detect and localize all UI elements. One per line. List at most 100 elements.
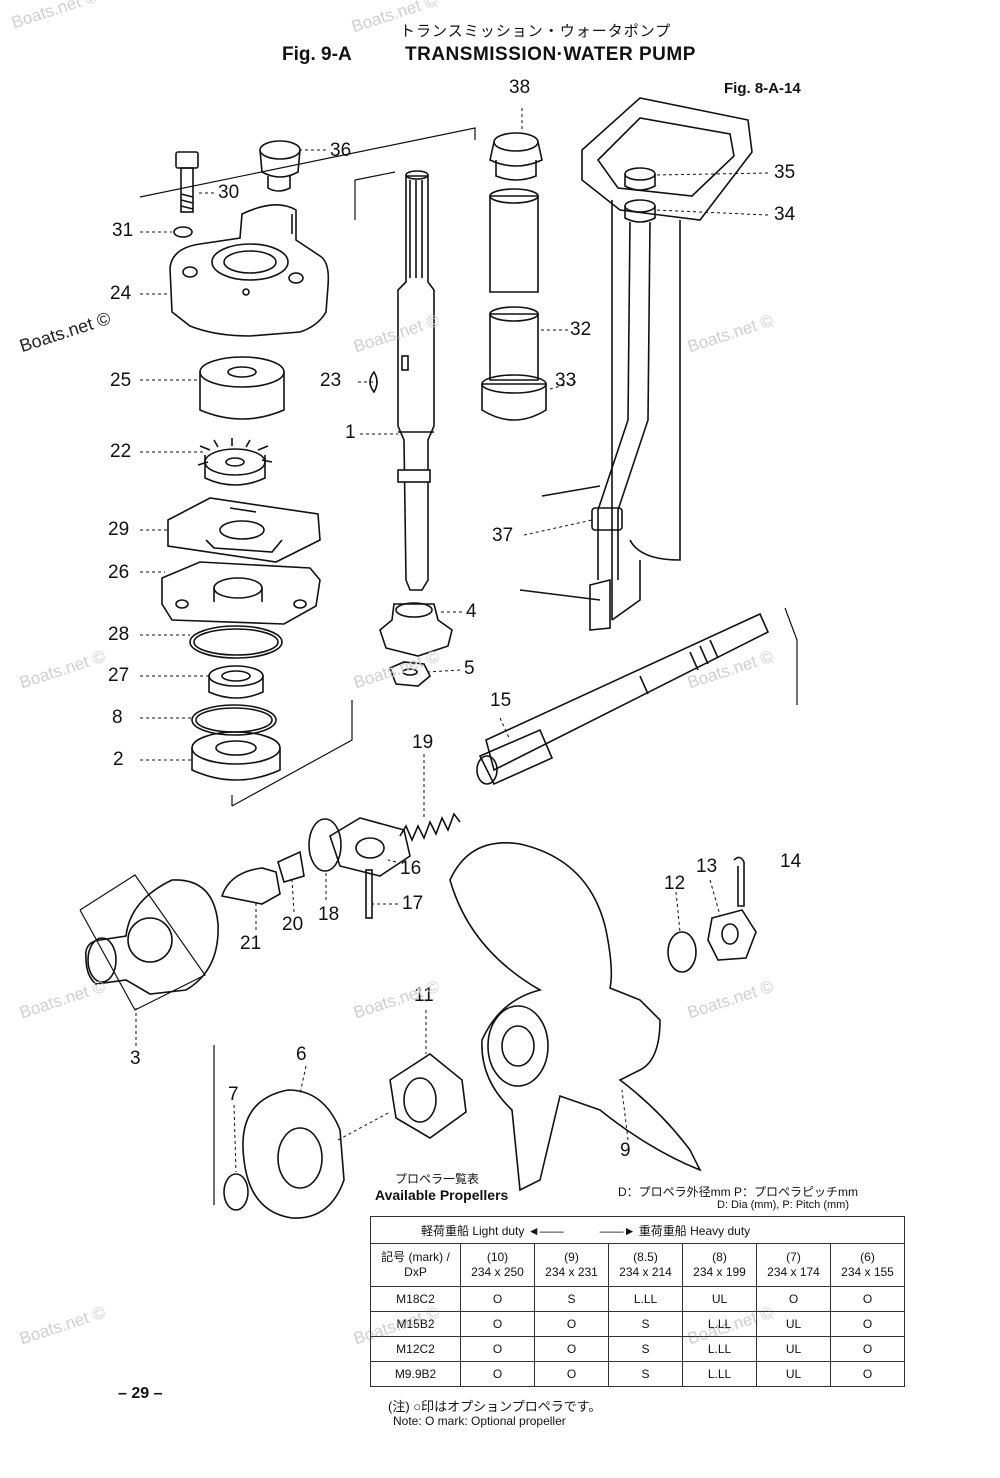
callout-4: 4 [466,601,477,622]
table-cell: UL [682,1286,757,1312]
pump-housing-24 [169,204,330,337]
propeller-table-jp-title: プロペラ一覧表 [395,1172,480,1186]
callout-16: 16 [400,858,422,879]
spring-ring-18 [308,818,342,872]
table-cell: UL [756,1311,831,1337]
insert-cartridge-25 [199,356,285,420]
table-cell: O [460,1311,535,1337]
callout-1: 1 [345,422,356,443]
callout-20: 20 [282,914,304,935]
table-header-row: 記号 (mark) / DxP (10)234 x 250 (9)234 x 2… [370,1243,905,1287]
table-cell: S [534,1286,609,1312]
callout-11: 11 [414,985,434,1006]
callout-2: 2 [113,749,124,770]
table-cell: S [608,1311,683,1337]
callout-3: 3 [130,1048,141,1069]
callout-38: 38 [509,77,531,98]
pinion-gear-4 [379,602,453,657]
callout-36: 36 [330,140,352,161]
callout-33: 33 [555,370,577,391]
o-ring-8 [191,704,277,736]
column-header: (9)234 x 231 [534,1243,609,1287]
row-mark: M15B2 [370,1311,461,1337]
row-mark: M12C2 [370,1336,461,1362]
table-cell: O [830,1311,905,1337]
row-mark: M18C2 [370,1286,461,1312]
callout-9: 9 [620,1140,631,1161]
castle-nut-13 [707,909,757,961]
callout-5: 5 [464,658,475,679]
plunger-20 [277,850,305,883]
thrust-washer-7 [223,1173,249,1211]
table-cell: L.LL [682,1336,757,1362]
table-cell: O [830,1336,905,1362]
callout-31: 31 [112,220,134,241]
row-mark: M9.9B2 [370,1361,461,1387]
table-cell: L.LL [608,1286,683,1312]
corner-label: 記号 (mark) / DxP [370,1243,461,1287]
pin-17 [365,869,373,919]
impeller-22 [197,438,273,486]
figure-title: TRANSMISSION·WATER PUMP [405,44,696,65]
key-23 [369,370,378,394]
table-cell: UL [756,1336,831,1362]
grommet-33 [481,374,547,421]
table-cell: S [608,1336,683,1362]
propeller-table: 軽荷重船 Light duty ◄—— ——► 重荷重船 Heavy duty … [370,1216,905,1387]
bushing-38 [489,132,543,181]
duty-label: 軽荷重船 Light duty ◄—— ——► 重荷重船 Heavy duty [370,1216,905,1244]
table-cell: O [460,1361,535,1387]
propeller-legend-en: D: Dia (mm), P: Pitch (mm) [717,1199,849,1211]
water-tube-32 [489,188,539,381]
callout-37: 37 [492,525,514,546]
callout-13: 13 [696,856,718,877]
nut-5 [388,661,431,687]
table-cell: S [608,1361,683,1387]
leader-lines [135,108,769,1173]
water-tube-housing [581,97,753,621]
column-header: (10)234 x 250 [460,1243,535,1287]
callout-23: 23 [320,370,342,391]
pump-case-26 [161,561,321,625]
callout-32: 32 [570,319,592,340]
callout-8: 8 [112,707,123,728]
callout-24: 24 [110,283,132,304]
water-pipe-37 [519,221,651,631]
propeller-legend-jp: D：プロペラ外径mm P：プロペラピッチmm [618,1185,858,1199]
callout-35: 35 [774,162,796,183]
callout-34: 34 [774,204,796,225]
callout-17: 17 [402,893,424,914]
table-row: M12C2 O O S L.LL UL O [370,1336,905,1362]
spring-19 [399,812,461,843]
callout-26: 26 [108,562,130,583]
page-number: – 29 – [118,1385,163,1402]
callout-6: 6 [296,1044,307,1065]
note-jp: (注) ○印はオプションプロペラです。 [388,1399,602,1414]
reverse-gear-6 [242,1089,345,1219]
note-en: Note: O mark: Optional propeller [393,1414,566,1428]
oil-seal-27 [208,665,264,699]
shift-cam-21 [220,867,281,905]
callout-22: 22 [110,441,132,462]
fig-number: Fig. 9-A [282,44,352,65]
table-cell: O [460,1286,535,1312]
column-header: (8.5)234 x 214 [608,1243,683,1287]
bolt-30 [175,151,199,213]
table-row: M15B2 O O S L.LL UL O [370,1311,905,1337]
table-row: M9.9B2 O O S L.LL UL O [370,1361,905,1387]
table-cell: O [534,1361,609,1387]
washer-31 [173,226,193,238]
figure-reference: Fig. 8-A-14 [724,80,801,97]
propeller-table-title: Available Propellers [375,1187,509,1203]
table-cell: O [830,1361,905,1387]
callout-19: 19 [412,732,434,753]
group-bracket [79,127,798,1205]
gasket-plate-29 [167,497,321,563]
callout-7: 7 [228,1084,239,1105]
clutch-sleeve-15 [476,728,554,786]
table-cell: UL [756,1361,831,1387]
table-cell: O [830,1286,905,1312]
column-header: (8)234 x 199 [682,1243,757,1287]
callout-28: 28 [108,624,130,645]
